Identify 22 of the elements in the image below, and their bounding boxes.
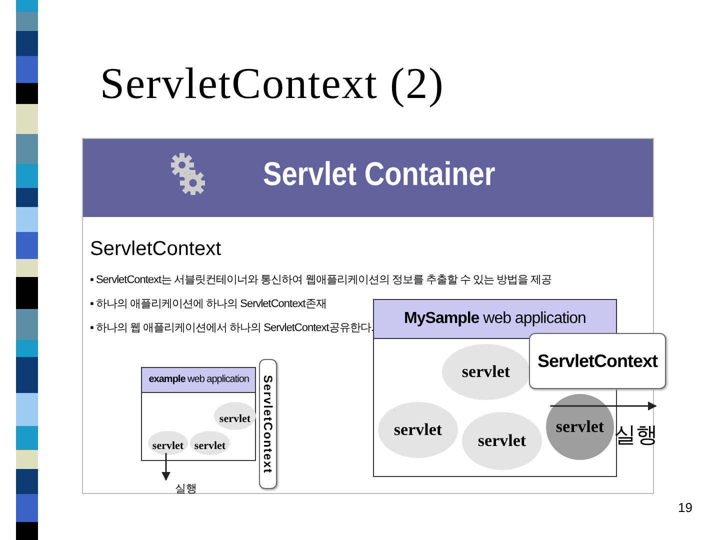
servlet-ellipse: servlet (214, 402, 256, 430)
section-heading: ServletContext (90, 238, 222, 261)
bullet-text: ▪ ServletContext는 서블릿컨테이너와 통신하여 웹애플리케이션의 정보를 추출할 수 있는 방법을 제공 (90, 273, 552, 287)
panel-heading: Servlet Container (263, 155, 496, 193)
application-header: MySample web application (374, 300, 616, 339)
servlet-ellipse: servlet (462, 412, 542, 470)
bullet-text: ▪ 하나의 애플리케이션에 하나의 ServletContext존재 (90, 297, 326, 311)
servlet-ellipse: servlet (148, 431, 188, 455)
servlet-ellipse: servlet (442, 344, 530, 400)
servlet-context-box: ServletContext (529, 333, 666, 389)
page-number: 19 (678, 500, 692, 515)
servlet-ellipse: servlet (546, 394, 614, 460)
web-application-box (141, 367, 256, 461)
application-header: example web application (142, 368, 255, 393)
slide-title: ServletContext (2) (100, 58, 444, 109)
servlet-ellipse: servlet (190, 431, 230, 455)
arrow (550, 402, 657, 410)
servlet-context-box: ServletContext (259, 359, 277, 489)
bullet-text: ▪ 하나의 웹 애플리케이션에서 하나의 ServletContext공유한다. (90, 321, 374, 335)
arrow (162, 453, 170, 481)
execute-label: 실행 (160, 481, 204, 497)
servlet-ellipse: servlet (378, 402, 458, 458)
